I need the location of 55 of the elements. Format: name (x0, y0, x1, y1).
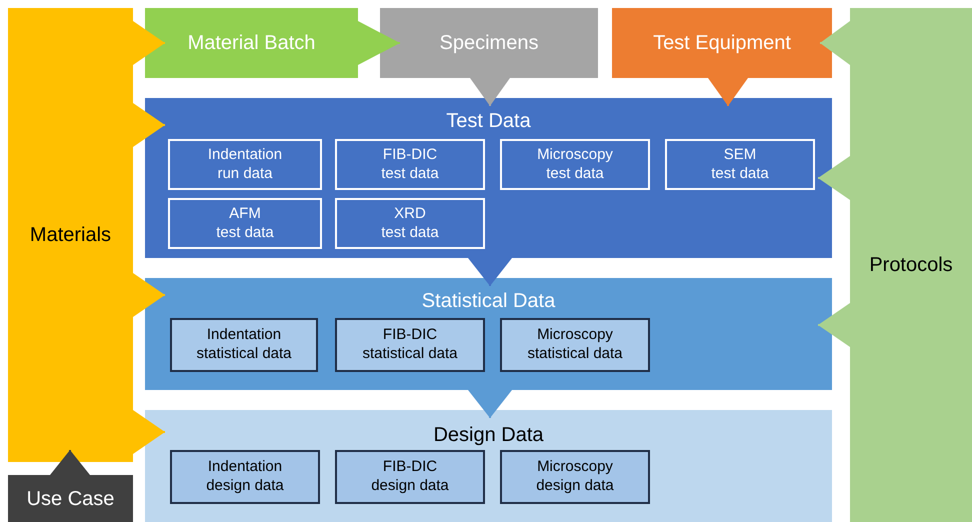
arrow (468, 390, 512, 418)
data-label: SEM test data (710, 146, 770, 184)
specimens-box (380, 8, 598, 78)
arrow (820, 21, 850, 65)
material-batch-box (145, 8, 358, 78)
arrow (470, 78, 510, 106)
arrow (818, 156, 850, 200)
data-label: Microscopy statistical data (526, 326, 624, 364)
heading: Design Data (433, 423, 544, 448)
test-data-panel (145, 98, 832, 258)
data-label: FIB-DIC statistical data (361, 326, 459, 364)
data-label: Indentation design data (205, 458, 285, 496)
arrow (358, 21, 400, 65)
heading: Use Case (26, 486, 114, 512)
data-label: AFM test data (215, 204, 275, 242)
data-label: Microscopy test data (536, 146, 614, 184)
arrow (50, 450, 90, 475)
data-label: Indentation run data (206, 146, 284, 184)
data-box (500, 139, 650, 190)
arrow (133, 103, 165, 147)
data-box (170, 318, 318, 372)
data-box (665, 139, 815, 190)
data-box (168, 139, 322, 190)
arrow (133, 273, 165, 317)
statistical-data-panel (145, 278, 832, 390)
data-box (500, 318, 650, 372)
materials-panel (8, 8, 133, 462)
data-box (335, 139, 485, 190)
data-box (335, 318, 485, 372)
data-box (168, 198, 322, 249)
heading: Test Equipment (653, 31, 791, 56)
data-label: Indentation statistical data (195, 326, 293, 364)
heading: Protocols (869, 253, 953, 278)
data-label: FIB-DIC test data (380, 146, 440, 184)
arrow (468, 258, 512, 286)
data-box (170, 450, 320, 504)
arrow (133, 21, 165, 65)
data-label: XRD test data (380, 204, 440, 242)
data-label: FIB-DIC design data (370, 458, 450, 496)
heading: Material Batch (188, 31, 316, 56)
protocols-panel (850, 8, 972, 522)
heading: Test Data (446, 109, 531, 134)
data-box (335, 198, 485, 249)
arrow (818, 303, 850, 347)
heading: Specimens (440, 31, 538, 56)
arrow (708, 78, 748, 106)
data-label: Microscopy design data (535, 458, 615, 496)
design-data-panel (145, 410, 832, 522)
use-case-box (8, 475, 133, 522)
data-box (335, 450, 485, 504)
heading: Statistical Data (422, 289, 556, 314)
test-equipment-box (612, 8, 832, 78)
heading: Materials (30, 223, 112, 248)
data-box (500, 450, 650, 504)
arrow (133, 410, 165, 454)
